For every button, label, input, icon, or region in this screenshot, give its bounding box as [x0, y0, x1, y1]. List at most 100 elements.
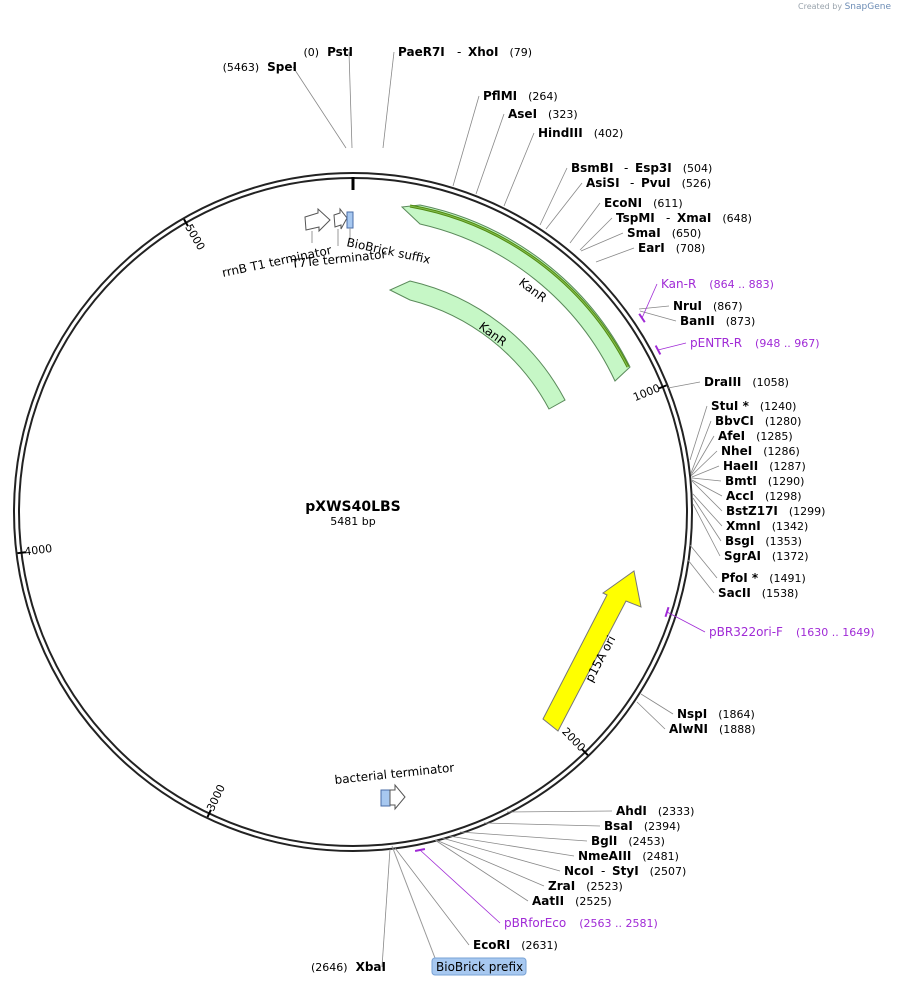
- enzyme-site-esp3i[interactable]: -Esp3I(504): [624, 161, 712, 175]
- enzyme-pos-draiii: (1058): [752, 376, 789, 389]
- kanr-feature-outer[interactable]: KanR: [400, 204, 631, 382]
- enzyme-site-pflmi[interactable]: PflMI(264): [452, 89, 558, 187]
- enzyme-leader-asisi: [545, 182, 583, 230]
- enzyme-name-nrui: NruI: [673, 299, 702, 313]
- enzyme-name-bsai: BsaI: [604, 819, 633, 833]
- enzyme-pos-spe: (5463): [223, 61, 260, 74]
- enzyme-dash-xho: -: [457, 45, 461, 59]
- enzyme-site-alwni[interactable]: AlwNI(1888): [636, 701, 756, 736]
- enzyme-dash-esp3i: -: [624, 161, 628, 175]
- tick-mark-t3000: [206, 809, 212, 818]
- enzyme-leader-asei: [475, 113, 505, 195]
- enzyme-site-ecori[interactable]: EcoRI(2631): [394, 847, 558, 952]
- enzyme-site-paer7i[interactable]: PaeR7I: [382, 45, 445, 149]
- enzyme-pos-bbvci: (1280): [765, 415, 802, 428]
- enzyme-leader-sacii: [687, 559, 715, 594]
- biobrick-prefix-label: BioBrick prefix: [436, 960, 523, 974]
- enzyme-leader-afei: [690, 435, 715, 476]
- enzyme-site-bsai[interactable]: BsaI (2394): [483, 819, 681, 833]
- terminator-group-top[interactable]: rrnB T1 terminator T7Te terminator BioBr…: [221, 207, 432, 280]
- enzyme-site-tspmi[interactable]: TspMI: [579, 211, 655, 251]
- p15a-ori-feature[interactable]: p15A ori: [542, 570, 642, 732]
- enzyme-site-sacii[interactable]: SacII(1538): [687, 559, 798, 600]
- enzyme-pos-bstz17i: (1299): [789, 505, 826, 518]
- enzyme-site-pfoi[interactable]: PfoI *(1491): [689, 544, 806, 585]
- enzyme-leader-nspi: [640, 693, 674, 715]
- enzyme-site-asei[interactable]: AseI(323): [475, 107, 578, 195]
- enzyme-pos-styi: (2507): [650, 865, 687, 878]
- primer-pos-kanr-primer: (864 .. 883): [709, 278, 774, 291]
- credit-brand: SnapGene: [844, 2, 891, 12]
- enzyme-site-sgrai[interactable]: SgrAI(1372): [692, 503, 809, 563]
- tick-label-t4000: 4000: [24, 542, 53, 558]
- primer-name-kanr-primer: Kan-R: [661, 277, 696, 291]
- enzyme-site-zrai[interactable]: ZraI(2523): [435, 839, 623, 893]
- enzyme-site-ncoi[interactable]: NcoI: [441, 837, 594, 878]
- enzyme-name-pvui: PvuI: [641, 176, 671, 190]
- enzyme-site-stui[interactable]: StuI *(1240): [689, 399, 796, 461]
- enzyme-name-xbai: XbaI: [356, 960, 386, 974]
- enzyme-site-acci[interactable]: AccI(1298): [691, 479, 802, 503]
- enzyme-site-bmti[interactable]: BmtI(1290): [691, 474, 805, 488]
- enzyme-site-econi[interactable]: EcoNI(611): [569, 196, 683, 244]
- enzyme-site-aatii[interactable]: AatII(2525): [434, 839, 612, 908]
- enzyme-site-smai[interactable]: SmaI(650): [580, 226, 701, 252]
- enzyme-site-xbai[interactable]: XbaI(2646): [311, 848, 391, 974]
- enzyme-pos-esp3i: (504): [683, 162, 713, 175]
- tick-label-t5000: 5000: [182, 222, 207, 253]
- enzyme-site-bstz17i[interactable]: BstZ17I(1299): [691, 480, 826, 518]
- enzyme-site-nrui[interactable]: NruI (867): [638, 299, 743, 313]
- enzyme-name-tspmi: TspMI: [616, 211, 655, 225]
- enzyme-site-nhei[interactable]: NheI(1286): [690, 444, 800, 477]
- enzyme-pos-nspi: (1864): [718, 708, 755, 721]
- enzyme-pos-afei: (1285): [756, 430, 793, 443]
- enzyme-name-haeii: HaeII: [723, 459, 758, 473]
- tick-label-t1000: 1000: [631, 382, 662, 405]
- enzyme-site-bsmbi[interactable]: BsmBI: [539, 161, 613, 226]
- enzyme-site-xho[interactable]: -XhoI(79): [457, 45, 532, 59]
- enzyme-site-styi[interactable]: -StyI(2507): [601, 864, 686, 878]
- enzyme-site-asisi[interactable]: AsiSI: [545, 176, 620, 230]
- enzyme-leader-bsai: [483, 822, 601, 827]
- restriction-sites: PstI(0)SpeI(5463) PaeR7I -XhoI(79) PflMI(26…: [223, 45, 826, 974]
- enzyme-pos-sgrai: (1372): [772, 550, 809, 563]
- enzyme-name-acci: AccI: [726, 489, 754, 503]
- enzyme-leader-haeii: [691, 465, 720, 478]
- enzyme-site-xmai[interactable]: -XmaI(648): [666, 211, 752, 225]
- enzyme-pos-bsai: (2394): [644, 820, 681, 833]
- enzyme-leader-hind: [503, 132, 535, 207]
- enzyme-site-pst[interactable]: PstI(0): [303, 45, 353, 149]
- enzyme-site-pvui[interactable]: -PvuI(526): [630, 176, 711, 190]
- primer-pbr322-primer[interactable]: pBR322ori-F(1630 .. 1649): [664, 606, 875, 639]
- enzyme-site-banii[interactable]: BanII(873): [639, 310, 755, 328]
- enzyme-site-ahdi[interactable]: AhdI(2333): [506, 804, 694, 818]
- enzyme-site-nmeaiii[interactable]: NmeAIII(2481): [448, 835, 679, 863]
- enzyme-site-bsgi[interactable]: BsgI(1353): [692, 497, 802, 548]
- enzyme-leader-ahdi: [506, 810, 613, 813]
- enzyme-name-banii: BanII: [680, 314, 715, 328]
- enzyme-site-spe[interactable]: SpeI(5463): [223, 60, 347, 149]
- enzyme-site-nspi[interactable]: NspI(1864): [640, 693, 755, 721]
- enzyme-pos-xmai: (648): [722, 212, 752, 225]
- primer-pentr-primer[interactable]: pENTR-R(948 .. 967): [654, 336, 820, 355]
- enzyme-site-hind[interactable]: HindIII(402): [503, 126, 623, 207]
- enzyme-site-bbvci[interactable]: BbvCI(1280): [690, 414, 802, 474]
- enzyme-leader-xmni: [692, 493, 723, 527]
- enzyme-site-xmni[interactable]: XmnI(1342): [692, 493, 808, 533]
- biobrick-prefix-badge[interactable]: BioBrick prefix: [391, 845, 527, 976]
- enzyme-pos-bmti: (1290): [768, 475, 805, 488]
- enzyme-site-eari[interactable]: EarI(708): [595, 241, 705, 263]
- terminator-group-bottom[interactable]: bacterial terminator: [334, 760, 455, 811]
- enzyme-leader-nrui: [638, 305, 670, 310]
- enzyme-pos-aatii: (2525): [575, 895, 612, 908]
- enzyme-site-haeii[interactable]: HaeII(1287): [691, 459, 806, 478]
- enzyme-site-afei[interactable]: AfeI(1285): [690, 429, 793, 476]
- enzyme-pos-nrui: (867): [713, 300, 743, 313]
- enzyme-site-draiii[interactable]: DraIII(1058): [667, 375, 789, 389]
- enzyme-leader-bsgi: [692, 497, 722, 542]
- enzyme-site-bgli[interactable]: BglI(2453): [459, 831, 665, 848]
- primer-pos-pentr-primer: (948 .. 967): [755, 337, 820, 350]
- primer-kanr-primer[interactable]: Kan-R (864 .. 883): [638, 277, 774, 323]
- primer-pbrfor-primer[interactable]: pBRforEco(2563 .. 2581): [414, 848, 658, 930]
- enzyme-leader-bmti: [691, 477, 722, 482]
